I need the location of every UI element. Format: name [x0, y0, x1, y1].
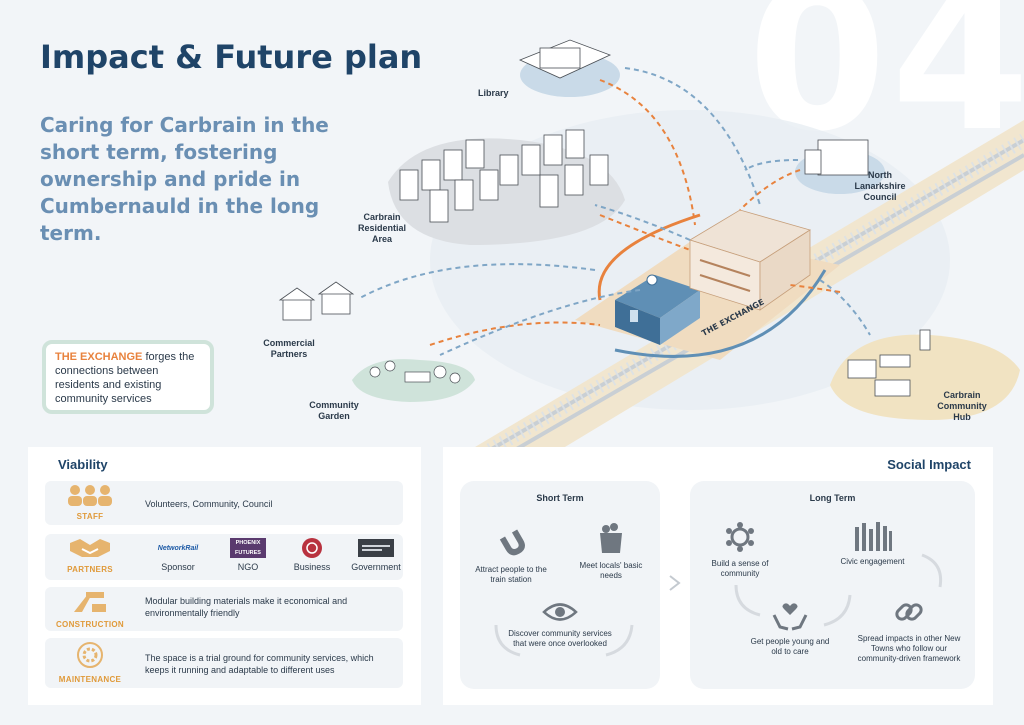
chain-link-icon	[895, 603, 923, 621]
short-term-item-3: Discover community services that were on…	[505, 601, 615, 649]
community-map-illustration: THE EXCHANGE	[278, 39, 1024, 450]
eye-icon	[542, 603, 578, 621]
callout-text: forges the connections between residents…	[55, 351, 195, 405]
networkrail-logo: NetworkRail	[157, 544, 199, 552]
long-term-item-4: Spread impacts in other New Towns who fo…	[850, 596, 968, 664]
label-garden: Community Garden	[309, 400, 359, 421]
heart-hands-icon	[772, 603, 808, 631]
gear-icon	[77, 642, 103, 668]
community-hub	[830, 329, 1020, 420]
label-community-hub: Carbrain Community Hub	[937, 390, 987, 422]
label-council: North Lanarkshire Council	[854, 170, 906, 202]
callout-highlight: THE EXCHANGE	[55, 351, 143, 363]
label-commercial: Commercial Partners	[263, 338, 315, 359]
viability-row-construction: CONSTRUCTION Modular building materials …	[45, 587, 403, 631]
short-term-title: Short Term	[536, 493, 584, 503]
partner-ngo: PHOENIX FUTURES NGO	[217, 536, 279, 572]
staff-text: Volunteers, Community, Council	[145, 499, 273, 509]
exchange-callout: THE EXCHANGE forges the connections betw…	[42, 340, 214, 414]
construction-label: CONSTRUCTION	[55, 620, 125, 629]
council-building	[795, 139, 885, 194]
people-icon	[68, 485, 112, 506]
chevron-right-icon	[669, 575, 681, 591]
business-logo	[302, 538, 322, 558]
government-logo	[358, 539, 394, 557]
partner-business: Business	[281, 536, 343, 572]
partner-role-government: Government	[351, 562, 401, 572]
short-term-item-2: Meet locals' basic needs	[572, 521, 650, 581]
viability-row-partners: PARTNERS NetworkRail Sponsor PHOENIX FUT…	[45, 534, 403, 580]
staff-label: STAFF	[76, 512, 104, 521]
commercial-buildings	[278, 281, 355, 321]
phoenix-logo: PHOENIX FUTURES	[230, 538, 266, 558]
arrow-curve-up-icon	[823, 594, 852, 627]
raised-hands-icon	[854, 522, 892, 551]
long-term-box: Long Term Build a sense of community Civ…	[690, 481, 975, 689]
arrow-curve-right-icon	[605, 624, 634, 657]
partner-sponsor: NetworkRail Sponsor	[147, 536, 209, 573]
station-building	[615, 274, 700, 345]
arrow-curve-side-icon	[921, 553, 943, 588]
label-library: Library	[478, 88, 509, 98]
long-term-item-1: Build a sense of community	[704, 521, 776, 579]
page-subtitle: Caring for Carbrain in the short term, f…	[40, 113, 329, 245]
viability-row-maintenance: MAINTENANCE The space is a trial ground …	[45, 638, 403, 688]
construction-icon	[74, 592, 106, 612]
social-impact-panel: Social Impact Short Term Attract people …	[443, 447, 993, 705]
maintenance-label: MAINTENANCE	[58, 675, 122, 684]
long-term-item-3: Get people young and old to care	[750, 601, 830, 657]
construction-text: Modular building materials make it econo…	[145, 596, 348, 618]
label-residential: Carbrain Residential Area	[357, 212, 406, 244]
magnet-icon	[499, 529, 525, 556]
grocery-bag-icon	[600, 523, 622, 553]
viability-row-staff: STAFF Volunteers, Community, Council	[45, 481, 403, 525]
arrow-curve-left-icon	[494, 624, 521, 657]
partner-government: Government	[345, 536, 407, 572]
partner-role-sponsor: Sponsor	[161, 562, 195, 572]
viability-panel: Viability STAFF Volunteers, Community, C…	[28, 447, 421, 705]
social-impact-title: Social Impact	[887, 457, 971, 472]
partners-label: PARTNERS	[67, 565, 113, 574]
long-term-title: Long Term	[809, 493, 856, 503]
handshake-icon	[70, 539, 110, 557]
short-term-item-1: Attract people to the train station	[472, 529, 550, 585]
partner-role-ngo: NGO	[237, 562, 259, 572]
library-building	[518, 39, 620, 97]
page-title: Impact & Future plan	[40, 38, 423, 76]
community-circle-icon	[726, 522, 754, 552]
short-term-box: Short Term Attract people to the train s…	[460, 481, 660, 689]
arrow-curve-down-icon	[734, 584, 761, 617]
partner-role-business: Business	[293, 562, 331, 572]
community-garden	[352, 359, 475, 402]
long-term-item-2: Civic engagement	[830, 521, 915, 567]
viability-title: Viability	[58, 457, 108, 472]
maintenance-text: The space is a trial ground for communit…	[145, 653, 374, 675]
residential-area	[388, 129, 625, 245]
